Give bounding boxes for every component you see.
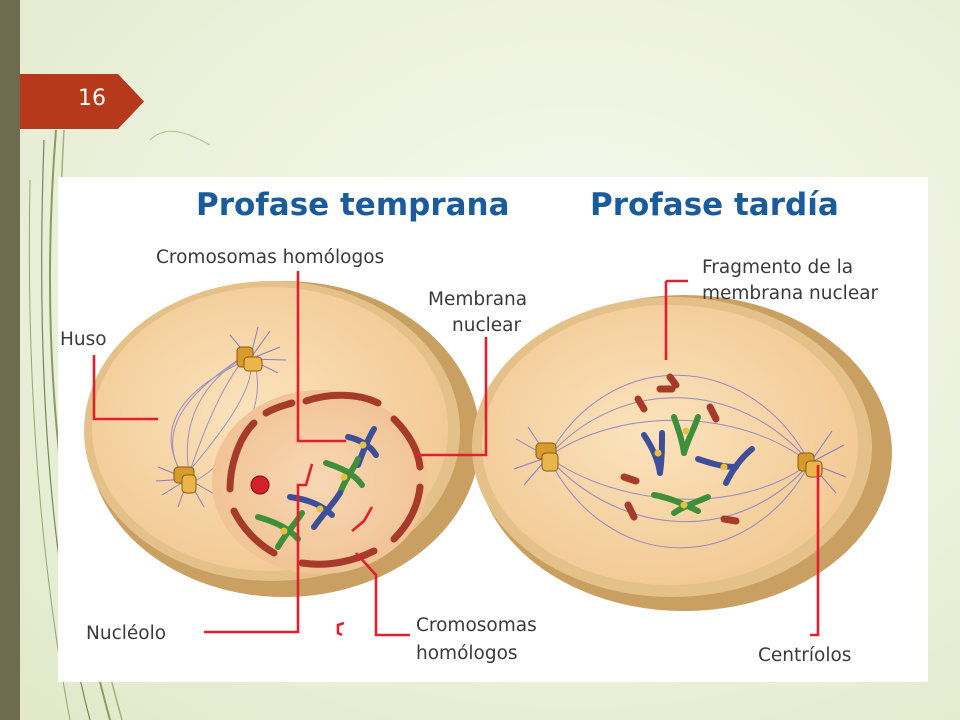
label-homologous-chromosomes-bottom-line2: homólogos (416, 643, 518, 664)
page-number-flag (20, 74, 144, 129)
chromosomes-late (641, 414, 755, 516)
nucleolus (250, 475, 270, 495)
chromosomes-early (255, 426, 379, 550)
label-spindle: Huso (60, 329, 107, 350)
title-early-prophase: Profase temprana (196, 187, 510, 223)
nuclear-membrane (226, 391, 424, 568)
nucleus (212, 390, 428, 574)
centriole-left-bottom (173, 466, 197, 494)
leader-lines (92, 271, 820, 637)
label-centrioles: Centríolos (758, 645, 851, 666)
label-homologous-chromosomes-bottom-line1: Cromosomas (416, 615, 537, 636)
membrane-fragments (620, 373, 740, 525)
label-membrane-fragment-line1: Fragmento de la (702, 257, 853, 278)
label-nucleolus: Nucléolo (86, 623, 166, 644)
centriole-right-left (535, 442, 559, 472)
title-late-prophase: Profase tardía (590, 187, 839, 223)
label-homologous-chromosomes-top: Cromosomas homólogos (156, 247, 384, 268)
page-number: 16 (78, 86, 106, 111)
prophase-svg: Profase temprana Profase tardía (60, 187, 892, 666)
label-nuclear-membrane-line2: nuclear (452, 315, 521, 336)
early-prophase-cell (84, 281, 480, 597)
late-prophase-cell (472, 295, 892, 611)
left-accent-bar (0, 0, 20, 720)
centriole-left-top (236, 346, 263, 372)
prophase-diagram: Profase temprana Profase tardía (58, 177, 928, 682)
label-membrane-fragment-line2: membrana nuclear (702, 283, 879, 304)
label-nuclear-membrane-line1: Membrana (428, 289, 527, 310)
